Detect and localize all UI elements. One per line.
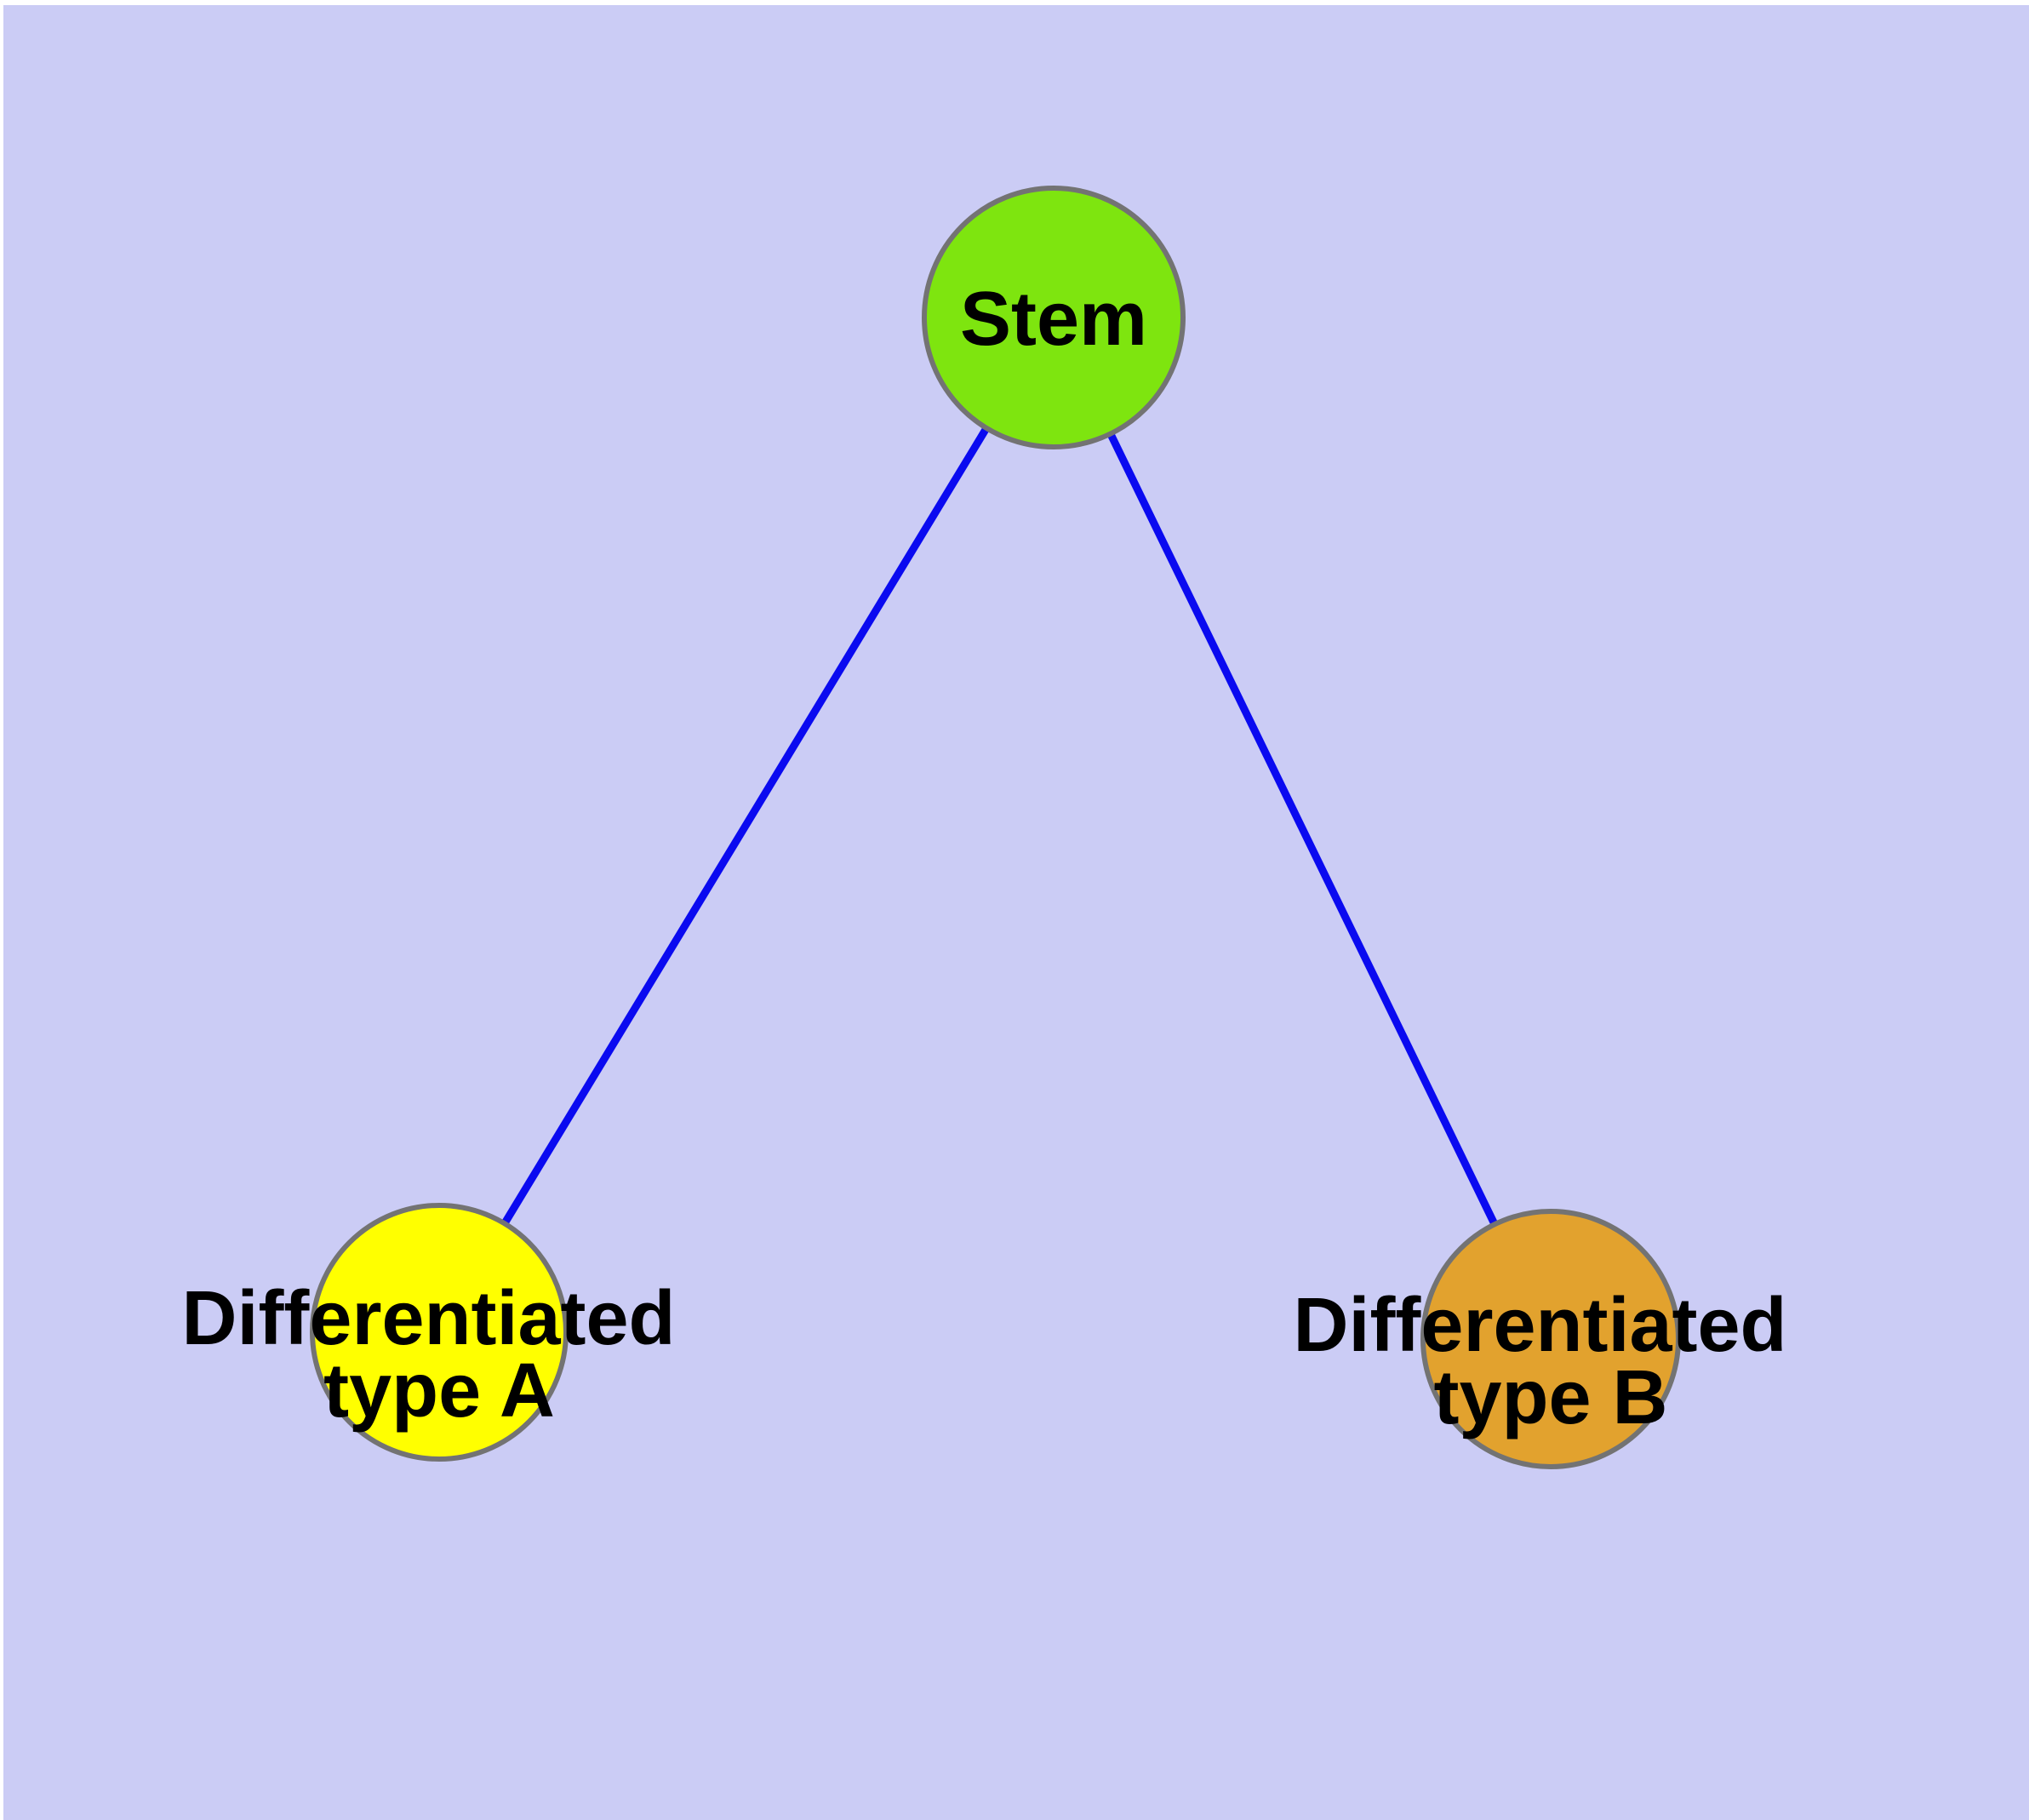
node-type-a-label: Differentiated type A xyxy=(181,1276,696,1434)
edge-stem-to-type-a xyxy=(501,426,990,1226)
edge-stem-to-type-b xyxy=(1106,432,1499,1226)
node-differentiated-type-b xyxy=(1420,1209,1681,1469)
node-stem xyxy=(922,186,1186,449)
node-type-a-label-line-1: Differentiated xyxy=(181,1276,675,1361)
node-type-a-label-line-2: type A xyxy=(323,1348,555,1434)
node-stem-label: Stem xyxy=(960,277,1147,362)
node-differentiated-type-a xyxy=(310,1203,569,1462)
node-type-b-label-line-1: Differentiated xyxy=(1293,1283,1786,1368)
node-type-b-label: Differentiated type B xyxy=(1293,1283,1808,1440)
node-type-b-label-line-2: type B xyxy=(1433,1355,1667,1440)
